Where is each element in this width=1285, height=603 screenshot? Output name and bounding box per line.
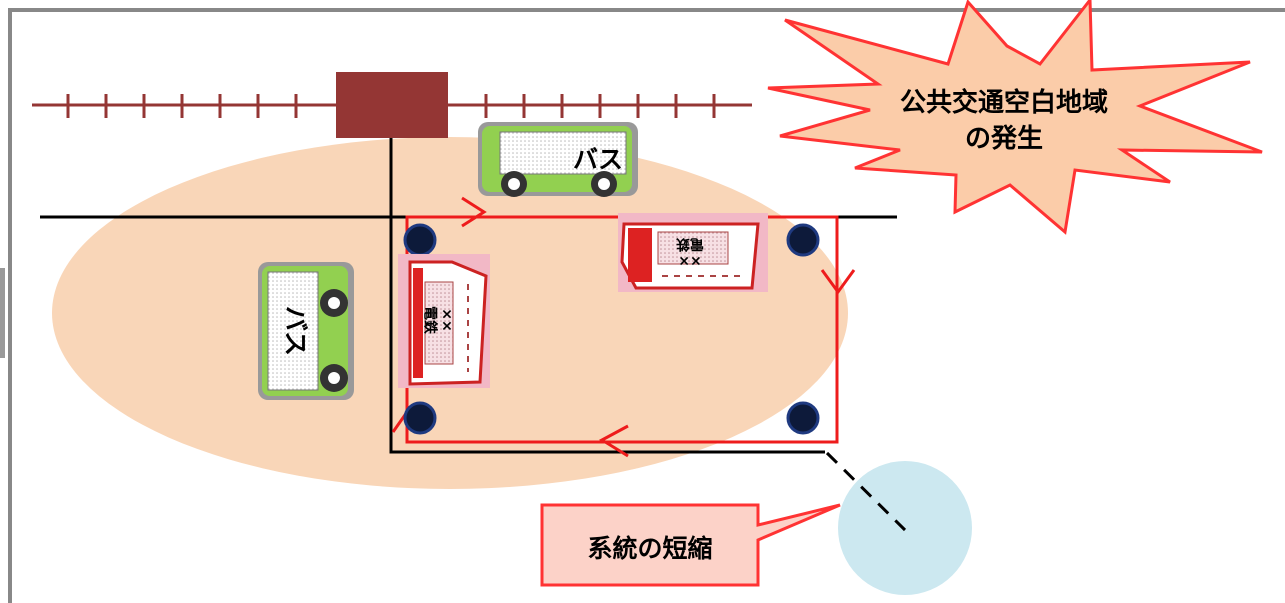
bus-vertical — [258, 262, 354, 400]
bus-horizontal — [478, 122, 638, 197]
explosion-burst — [767, 0, 1263, 235]
callout-box — [540, 503, 841, 587]
callout-text: 系統の短縮 — [587, 534, 712, 563]
bus-label-horizontal: バス — [573, 145, 623, 174]
company-bus-label-vertical: ××電鉄 — [422, 306, 455, 335]
bus-stop-marker — [403, 223, 820, 435]
burst-text-line1: 公共交通空白地域 — [900, 87, 1108, 118]
bus-label-vertical: バス — [281, 306, 310, 356]
removed-route-segment — [825, 451, 907, 532]
company-bus-vertical — [398, 254, 490, 388]
edge-marker — [0, 268, 5, 358]
map-frame — [8, 8, 1285, 603]
station-building — [336, 72, 448, 138]
company-bus-label-horizontal: ××電鉄 — [675, 236, 704, 269]
burst-text-line2: の発生 — [965, 124, 1043, 154]
company-bus-horizontal — [618, 213, 768, 292]
